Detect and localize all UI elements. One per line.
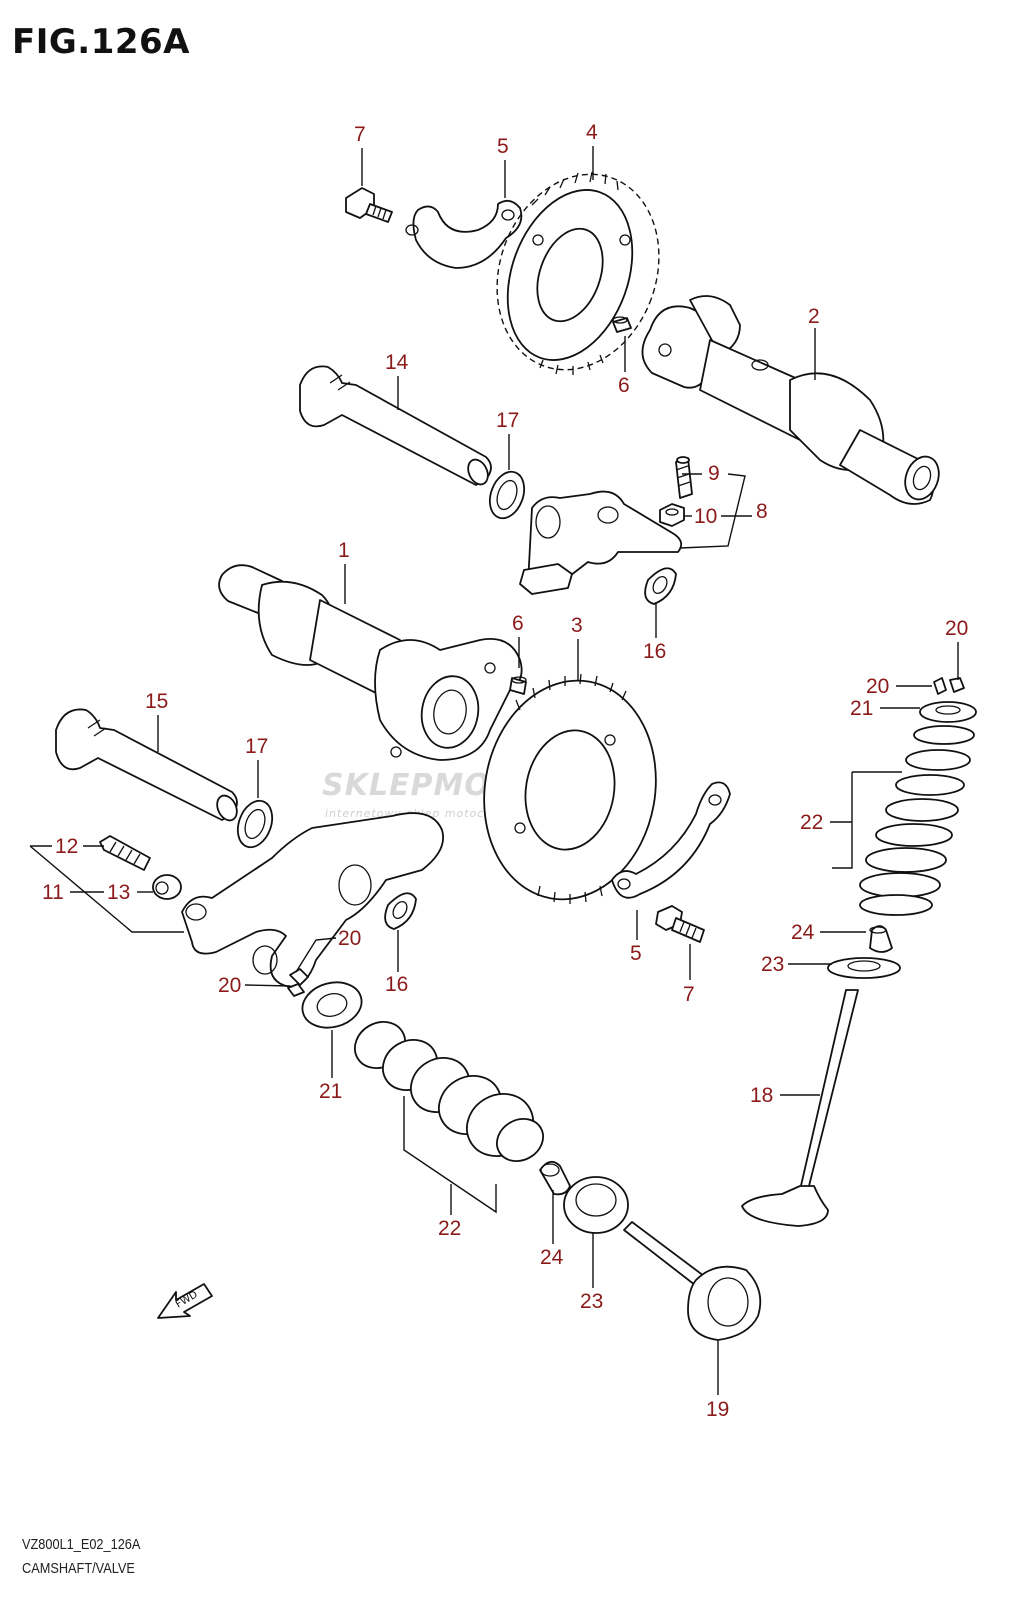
- dowel-pin-6-upper: [612, 316, 632, 333]
- rocker-shaft-15: [55, 708, 238, 822]
- callout-24: 24: [791, 921, 815, 944]
- callout-6: 6: [512, 612, 524, 635]
- lock-nut-10: [659, 503, 685, 527]
- callout-numbers: 7 5 4 2 6 14 17 9 10 8 16 1 6 3 20 20 21…: [42, 121, 968, 1421]
- spring-retainer-21-right: [919, 701, 977, 723]
- callout-14: 14: [385, 351, 409, 374]
- callout-23: 23: [761, 953, 784, 976]
- camshaft-1: [218, 564, 523, 761]
- valve-spring-22-right: [859, 725, 975, 916]
- spring-retainer-21-lower: [301, 981, 363, 1029]
- callout-23: 23: [580, 1290, 603, 1313]
- callout-3: 3: [571, 614, 583, 637]
- callout-9: 9: [708, 462, 720, 485]
- leader-lines: [29, 146, 959, 1395]
- cam-sprocket-4: [496, 171, 660, 375]
- spring-seat-23-lower: [563, 1176, 629, 1234]
- callout-20: 20: [945, 617, 968, 640]
- callout-16: 16: [643, 640, 666, 663]
- callout-22: 22: [438, 1217, 461, 1240]
- callout-7: 7: [683, 983, 695, 1006]
- shim-16-lower: [384, 892, 417, 930]
- rocker-arm-11-lower: [181, 812, 444, 988]
- callout-16: 16: [385, 973, 408, 996]
- callout-7: 7: [354, 123, 366, 146]
- figure-title: FIG.126A: [12, 22, 190, 62]
- retainer-plate-5-upper: [405, 199, 523, 269]
- callout-13: 13: [107, 881, 130, 904]
- callout-8: 8: [756, 500, 768, 523]
- callout-22: 22: [800, 811, 823, 834]
- callout-21: 21: [850, 697, 873, 720]
- rocker-shaft-14: [299, 365, 492, 486]
- callout-4: 4: [586, 121, 598, 144]
- callout-5: 5: [497, 135, 509, 158]
- callout-6: 6: [618, 374, 630, 397]
- shim-16-upper: [644, 567, 677, 605]
- lock-nut-13: [152, 874, 182, 900]
- dowel-pin-6-lower: [509, 676, 527, 695]
- cam-sprocket-3: [483, 673, 657, 904]
- valve-stem-seal-24-lower: [539, 1160, 571, 1196]
- spring-seat-23-right: [827, 957, 901, 979]
- figure-section-name: CAMSHAFT/VALVE: [22, 1560, 135, 1577]
- camshaft-2: [641, 295, 940, 505]
- watermark-tagline: internetowy sklep motocyklowy: [325, 807, 529, 820]
- callout-17: 17: [496, 409, 519, 432]
- callout-1: 1: [338, 539, 350, 562]
- callout-15: 15: [145, 690, 168, 713]
- callout-10: 10: [694, 505, 717, 528]
- bolt-7-lower: [655, 905, 705, 943]
- retainer-plate-5-lower: [611, 781, 731, 899]
- callout-20: 20: [338, 927, 361, 950]
- figure-model-code: VZ800L1_E02_126A: [22, 1536, 141, 1553]
- callout-5: 5: [630, 942, 642, 965]
- forward-direction-arrow: FWD: [157, 1283, 213, 1319]
- callout-2: 2: [808, 305, 820, 328]
- adjusting-screw-9: [675, 456, 693, 499]
- callout-17: 17: [245, 735, 268, 758]
- valve-cotter-20-right: [933, 677, 965, 695]
- callout-20: 20: [866, 675, 889, 698]
- valve-19: [623, 1221, 762, 1341]
- callout-19: 19: [706, 1398, 729, 1421]
- valve-stem-seal-24-right: [869, 925, 893, 953]
- adjusting-screw-12: [99, 835, 151, 871]
- callout-18: 18: [750, 1084, 773, 1107]
- callout-12: 12: [55, 835, 78, 858]
- callout-11: 11: [42, 881, 64, 904]
- valve-cotter-20-lower: [287, 968, 309, 997]
- washer-17-lower: [236, 799, 274, 849]
- valve-18: [741, 989, 859, 1227]
- bolt-7-upper: [345, 187, 393, 223]
- callout-21: 21: [319, 1080, 342, 1103]
- callout-24: 24: [540, 1246, 564, 1269]
- valve-spring-22-lower: [354, 1021, 544, 1162]
- callout-20: 20: [218, 974, 241, 997]
- washer-17-upper: [488, 470, 526, 520]
- rocker-arm-8-upper: [519, 490, 683, 595]
